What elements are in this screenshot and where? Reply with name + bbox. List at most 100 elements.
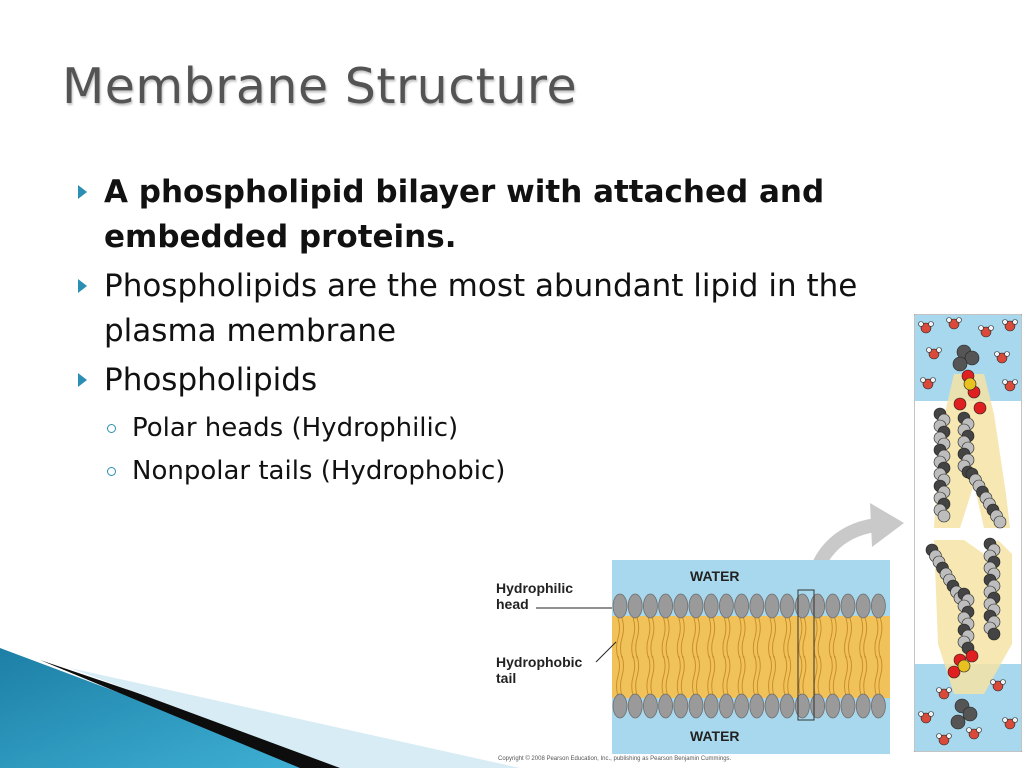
bilayer-illustration	[536, 560, 890, 754]
lipid-head	[658, 693, 674, 719]
lipid-tail	[863, 655, 868, 697]
water-oxygen-atom	[980, 326, 992, 338]
water-hydrogen-atom	[930, 377, 936, 383]
lipid-tail	[832, 617, 837, 659]
bullet-item: A phospholipid bilayer with attached and…	[76, 170, 956, 260]
lipid-head	[840, 593, 856, 619]
lipid-head	[734, 593, 750, 619]
water-hydrogen-atom	[918, 711, 924, 717]
lipid-tail	[676, 617, 681, 659]
lipid-head	[779, 693, 795, 719]
lipid-tail	[620, 617, 624, 659]
lipid-tail	[787, 655, 792, 697]
water-hydrogen-atom	[1002, 319, 1008, 325]
tail-atom	[993, 515, 1007, 529]
head-oxygen-atom	[973, 401, 987, 415]
water-hydrogen-atom	[1012, 379, 1018, 385]
head-phosphorus-atom	[957, 659, 971, 673]
lipid-tail	[722, 617, 727, 659]
water-oxygen-atom	[948, 318, 960, 330]
head-oxygen-atom	[947, 665, 961, 679]
lipid-head	[779, 593, 795, 619]
lipid-tail	[680, 617, 685, 659]
sub-bullet-item: Polar heads (Hydrophilic)	[76, 407, 956, 450]
lipid-tail	[783, 655, 788, 697]
water-oxygen-atom	[1004, 380, 1016, 392]
lipid-head	[840, 693, 856, 719]
lipid-head	[658, 593, 674, 619]
lipid-head	[825, 593, 841, 619]
lipid-tail	[768, 617, 772, 659]
lipid-head	[794, 593, 810, 619]
water-hydrogen-atom	[956, 317, 962, 323]
lipid-tail	[711, 655, 716, 697]
lipid-tail	[863, 617, 868, 659]
lipid-head	[794, 693, 810, 719]
lipid-head	[718, 593, 734, 619]
lipid-tail	[817, 655, 822, 697]
lipid-tail	[802, 655, 807, 697]
water-hydrogen-atom	[978, 325, 984, 331]
lipid-tail	[616, 655, 620, 697]
lipid-head	[627, 693, 643, 719]
lipid-head	[764, 693, 780, 719]
phospholipid-molecular-model	[914, 314, 1022, 752]
lipid-tail	[620, 655, 624, 697]
water-hydrogen-atom	[946, 733, 952, 739]
lipid-tail	[752, 617, 757, 659]
lipid-head	[855, 693, 871, 719]
lipid-tail	[756, 617, 761, 659]
lipid-head	[703, 593, 719, 619]
water-hydrogen-atom	[926, 347, 932, 353]
tail-atom	[937, 509, 951, 523]
lipid-tail	[741, 655, 746, 697]
lipid-tail	[848, 655, 852, 697]
water-hydrogen-atom	[936, 733, 942, 739]
bullet-text: A phospholipid bilayer with attached and…	[104, 174, 825, 255]
sub-bullet-item: Nonpolar tails (Hydrophobic)	[76, 450, 956, 493]
lipid-tail	[859, 655, 864, 697]
bullet-text: Phospholipids are the most abundant lipi…	[104, 268, 858, 349]
lipid-head	[810, 693, 826, 719]
lipid-tail	[692, 655, 696, 697]
water-hydrogen-atom	[1000, 679, 1006, 685]
lipid-tail	[828, 655, 833, 697]
lipid-tail	[756, 655, 761, 697]
lipid-tail	[696, 617, 700, 659]
water-oxygen-atom	[1004, 320, 1016, 332]
lipid-head	[810, 593, 826, 619]
lipid-tail	[832, 655, 837, 697]
lipid-tail	[844, 617, 848, 659]
lipid-tail	[844, 655, 848, 697]
water-hydrogen-atom	[976, 727, 982, 733]
lipid-head	[703, 693, 719, 719]
lipid-tail	[772, 655, 776, 697]
lipid-tail	[783, 617, 788, 659]
lipid-tail	[631, 617, 636, 659]
water-hydrogen-atom	[1004, 351, 1010, 357]
water-hydrogen-atom	[936, 347, 942, 353]
water-oxygen-atom	[938, 688, 950, 700]
lipid-head	[612, 593, 628, 619]
water-hydrogen-atom	[1012, 319, 1018, 325]
lipid-head	[627, 593, 643, 619]
lipid-tail	[676, 655, 681, 697]
water-hydrogen-atom	[1002, 379, 1008, 385]
lipid-tail	[696, 655, 700, 697]
lipid-tail	[631, 655, 636, 697]
lipid-tail	[798, 655, 803, 697]
lipid-tail	[848, 617, 852, 659]
bullet-arrow-icon	[78, 279, 87, 293]
lipid-tail	[650, 655, 655, 697]
lipid-tail	[802, 617, 807, 659]
water-hydrogen-atom	[988, 325, 994, 331]
corner-swoosh-decoration	[0, 648, 520, 768]
lipid-tail	[646, 655, 651, 697]
lipid-tail	[661, 617, 666, 659]
lipid-tail	[737, 617, 742, 659]
lipid-tail	[798, 617, 803, 659]
lipid-tail	[726, 655, 731, 697]
tail-atom	[987, 627, 1001, 641]
lipid-tail	[828, 617, 833, 659]
lipid-head	[749, 693, 765, 719]
